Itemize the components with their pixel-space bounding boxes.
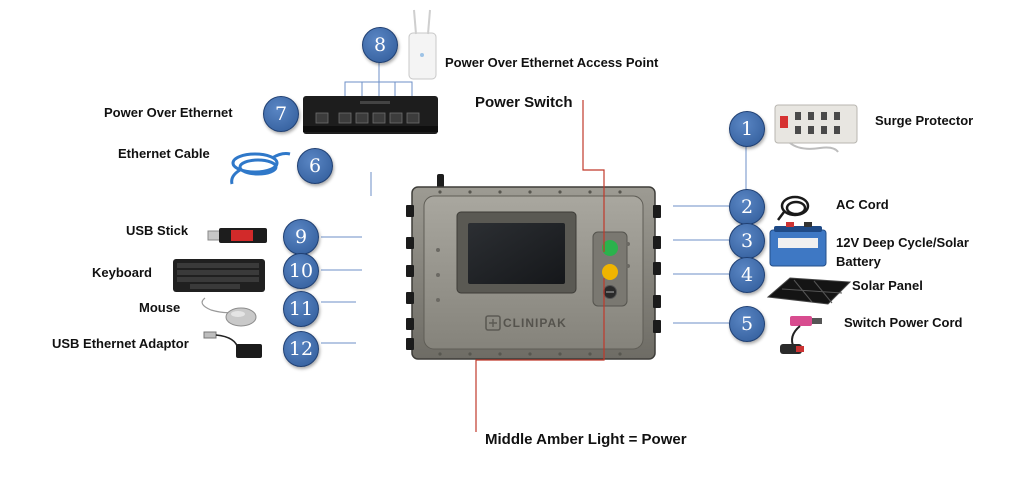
clinipak-logo-icon: [485, 315, 501, 331]
label-surge-protector: Surge Protector: [875, 113, 974, 128]
access-point-icon: [408, 9, 437, 80]
poe-switch-icon: [303, 96, 438, 134]
label-usb-ethernet-adaptor: USB Ethernet Adaptor: [52, 336, 189, 351]
label-power-switch: Power Switch: [475, 94, 573, 111]
clinipak-device: [406, 174, 661, 360]
device-screen: [468, 223, 565, 284]
label-solar-panel: Solar Panel: [852, 278, 923, 293]
label-middle-amber-light: Middle Amber Light = Power: [485, 431, 687, 448]
red-leader-lines: [475, 100, 605, 432]
left-connectors: [406, 205, 414, 350]
badge-5: 5: [729, 306, 765, 342]
label-keyboard: Keyboard: [92, 265, 152, 280]
mouse-icon: [201, 297, 257, 327]
usb-ethernet-adaptor-icon: [203, 331, 262, 358]
label-battery-line1: 12V Deep Cycle/Solar: [836, 235, 969, 250]
badge-7: 7: [263, 96, 299, 132]
label-ac-cord: AC Cord: [836, 197, 889, 212]
surge-protector-icon: [774, 104, 858, 153]
ac-cord-icon: [777, 195, 810, 221]
right-connectors: [653, 205, 661, 333]
badge-9: 9: [283, 219, 319, 255]
label-poe-access-point: Power Over Ethernet Access Point: [445, 55, 659, 70]
badge-6: 6: [297, 148, 333, 184]
badge-3: 3: [729, 223, 765, 259]
ethernet-cable-icon: [230, 152, 291, 185]
battery-icon: [769, 222, 827, 267]
blue-leader-lines: [321, 58, 747, 344]
label-mouse: Mouse: [139, 300, 181, 315]
label-power-over-ethernet: Power Over Ethernet: [104, 105, 233, 120]
solar-panel-icon: [766, 277, 852, 305]
badge-8: 8: [362, 27, 398, 63]
badge-1: 1: [729, 111, 765, 147]
label-battery-line2: Battery: [836, 254, 881, 269]
badge-2: 2: [729, 189, 765, 225]
device-brand-text: CLINIPAK: [503, 316, 567, 330]
badge-12: 12: [283, 331, 319, 367]
badge-4: 4: [729, 257, 765, 293]
switch-power-cord-icon: [780, 316, 822, 354]
label-usb-stick: USB Stick: [126, 223, 189, 238]
badge-11: 11: [283, 291, 319, 327]
usb-stick-icon: [207, 228, 267, 243]
keyboard-icon: [173, 259, 265, 292]
label-switch-power-cord: Switch Power Cord: [844, 315, 963, 330]
green-indicator-light: [602, 240, 618, 256]
label-ethernet-cable: Ethernet Cable: [118, 146, 210, 161]
badge-10: 10: [283, 253, 319, 289]
amber-power-indicator-light: [602, 264, 618, 280]
